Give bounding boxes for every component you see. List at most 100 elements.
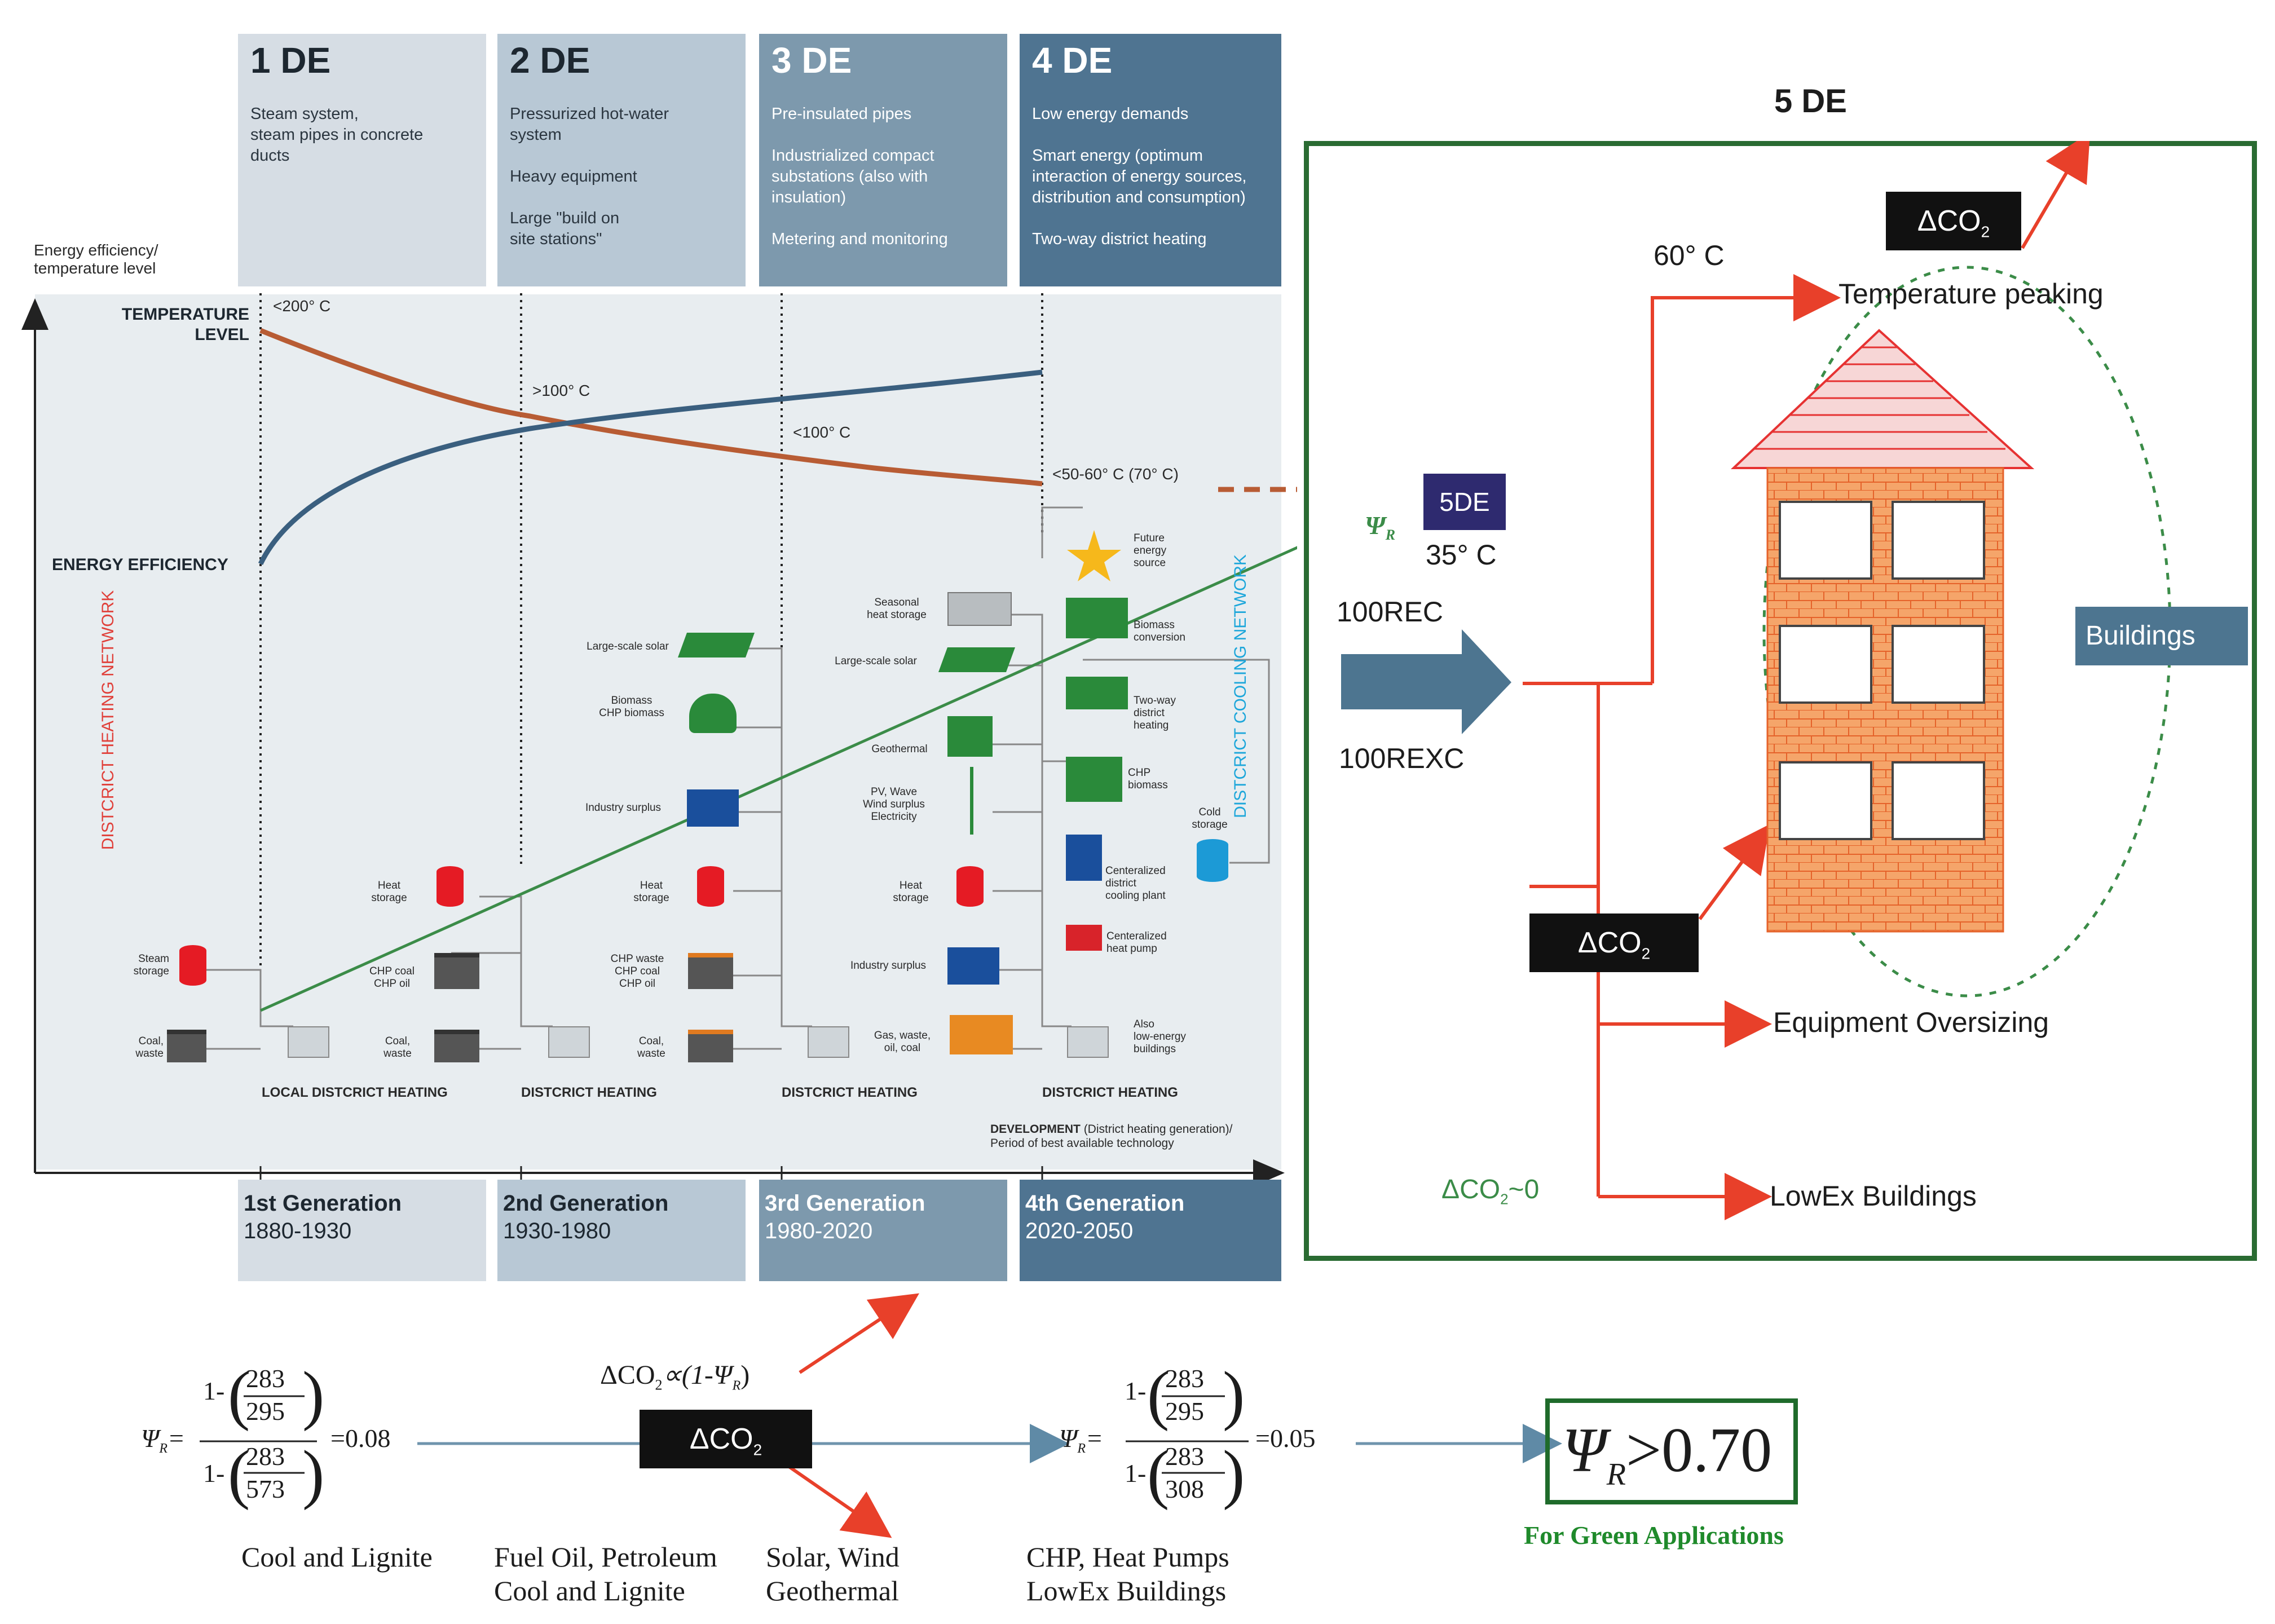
caption-solar-wind: Solar, Wind [766,1541,900,1573]
gen2-footer: 2nd Generation 1930-1980 [497,1180,746,1281]
heat-pump-icon [1066,925,1102,951]
network-label-1: LOCAL DISTCRICT HEATING [262,1085,448,1100]
formula1-num-paren-r: ) [302,1358,325,1432]
gen4-description: Low energy demands Smart energy (optimum… [1032,105,1247,248]
power-plant-icon [167,1030,206,1062]
co2-badge-mid: ΔCO2 [1529,914,1699,972]
green-threshold-value: >0.70 [1625,1415,1773,1485]
co2-badge-mid-text: ΔCO [1577,926,1642,959]
co2-prop-text: ΔCO [600,1360,655,1390]
power-plant-icon [688,1030,733,1062]
gen3-footer-years: 1980-2020 [765,1219,873,1243]
gen1-footer-years: 1880-1930 [244,1219,352,1243]
co2-prop-end: ) [740,1360,750,1390]
component-label: Gas, waste, oil, coal [874,1030,931,1054]
gen3-header: 3 DE Pre-insulated pipes Industrialized … [759,34,1007,286]
formula2-num-paren: ( [1147,1358,1170,1432]
y-axis-label: Energy efficiency/ temperature level [34,241,158,277]
buildings-label: Buildings [2075,607,2248,665]
development-note-text: (District heating generation)/ Period of… [990,1123,1233,1150]
component-label: Industry surplus [585,802,662,814]
component-label: Future energy source [1134,532,1167,569]
gen2-header: 2 DE Pressurized hot-water system Heavy … [497,34,746,286]
gen2-footer-years: 1930-1980 [503,1219,611,1243]
formula1-num-prefix: 1- [203,1376,225,1405]
green-threshold-psi: Ψ [1562,1415,1607,1485]
factory-icon [947,947,999,985]
gen2-description: Pressurized hot-water system Heavy equip… [510,105,669,248]
co2-badge-top-text: ΔCO [1917,205,1981,237]
gen2-number: 2 DE [510,40,590,81]
fivede-title: 5 DE [1774,83,1847,120]
formula2-num-prefix: 1- [1125,1376,1147,1405]
caption-chp-heat-pumps: CHP, Heat Pumps [1026,1541,1229,1573]
component-label: Centeralized heat pump [1106,930,1167,955]
formula1-psi-sub: R [159,1441,168,1457]
component-label: Geothermal [871,743,928,755]
formula2-den-bottom: 308 [1165,1475,1204,1503]
formula1-result: =0.08 [330,1424,391,1453]
component-label: Coal, waste [135,1035,164,1060]
component-label: CHP biomass [1128,767,1168,791]
component-label: Large-scale solar [835,655,917,667]
component-label: Heat storage [893,880,929,904]
formula1-num-bottom: 295 [246,1397,285,1426]
temperature-curve [259,328,1043,487]
formula2-psi-symbol: Ψ [1059,1424,1078,1453]
building-windows [1779,501,1985,840]
power-plant-icon [434,953,479,989]
network-lines [180,506,1270,1050]
factory-icon [687,789,739,827]
component-label: Heat storage [633,880,669,904]
power-plant-icon [434,1030,479,1062]
component-label: PV, Wave Wind surplus Electricity [863,786,925,823]
formula2-psi: ΨR= [1059,1424,1104,1457]
co2-near-zero-text: ΔCO [1441,1175,1501,1204]
wind-turbine-icon [970,767,973,835]
gen3-number: 3 DE [771,40,852,81]
building-roof [1730,329,2035,469]
lowex-buildings-label: LowEx Buildings [1770,1180,1977,1212]
formula1-den-bottom: 573 [246,1475,285,1503]
component-label: Seasonal heat storage [867,597,927,621]
caption-coal-lignite-2: Cool and Lignite [494,1575,685,1607]
equipment-oversizing-label: Equipment Oversizing [1773,1007,2049,1038]
co2-proportional-label: ΔCO2∝(1-ΨR) [600,1359,749,1394]
main-supply-arrow [1341,629,1511,734]
caption-geothermal: Geothermal [766,1575,900,1607]
gen4-number: 4 DE [1032,40,1113,81]
power-plant-icon [688,953,733,989]
formula1-psi-symbol: Ψ [141,1424,160,1453]
house-icon [808,1026,849,1058]
temperature-peaking-label: Temperature peaking [1838,278,2104,310]
temp-label-1: <200° C [273,297,331,315]
formula2-den-paren: ( [1147,1437,1170,1511]
psi-r-label: ΨR [1365,510,1395,544]
two-way-house-icon [1066,677,1128,709]
component-label: CHP coal CHP oil [369,965,415,990]
green-applications-caption: For Green Applications [1524,1521,1784,1550]
chp-biomass-icon [1066,757,1122,802]
gen3-footer-title: 3rd Generation [765,1191,925,1216]
gen4-footer: 4th Generation 2020-2050 [1020,1180,1281,1281]
co2-prop-sub: 2 [655,1376,663,1393]
cooling-network-label: DISTCRICT COOLING NETWORK [1231,554,1250,818]
component-label: Coal, waste [637,1035,665,1060]
formula2-num-paren-r: ) [1223,1358,1245,1432]
temp-label-2: >100° C [532,382,590,399]
heat-storage-icon [956,866,984,907]
development-note: DEVELOPMENT (District heating generation… [990,1122,1233,1150]
component-label: Coal, waste [383,1035,412,1060]
formula2-den-prefix: 1- [1125,1459,1147,1488]
house-icon [1067,1026,1109,1058]
co2-near-zero-label: ΔCO2~0 [1441,1174,1539,1208]
seasonal-storage-icon [947,592,1012,626]
temperature-level-label: TEMPERATURE LEVEL [121,305,249,344]
efficiency-curve [258,369,1043,565]
formula2-psi-sub: R [1077,1441,1086,1457]
formula1-den-prefix: 1- [203,1459,225,1488]
network-label-3: DISTCRICT HEATING [782,1085,918,1100]
formula1-num-paren: ( [228,1358,250,1432]
temp-label-4: <50-60° C (70° C) [1052,465,1179,483]
energy-efficiency-label: ENERGY EFFICIENCY [52,555,228,574]
